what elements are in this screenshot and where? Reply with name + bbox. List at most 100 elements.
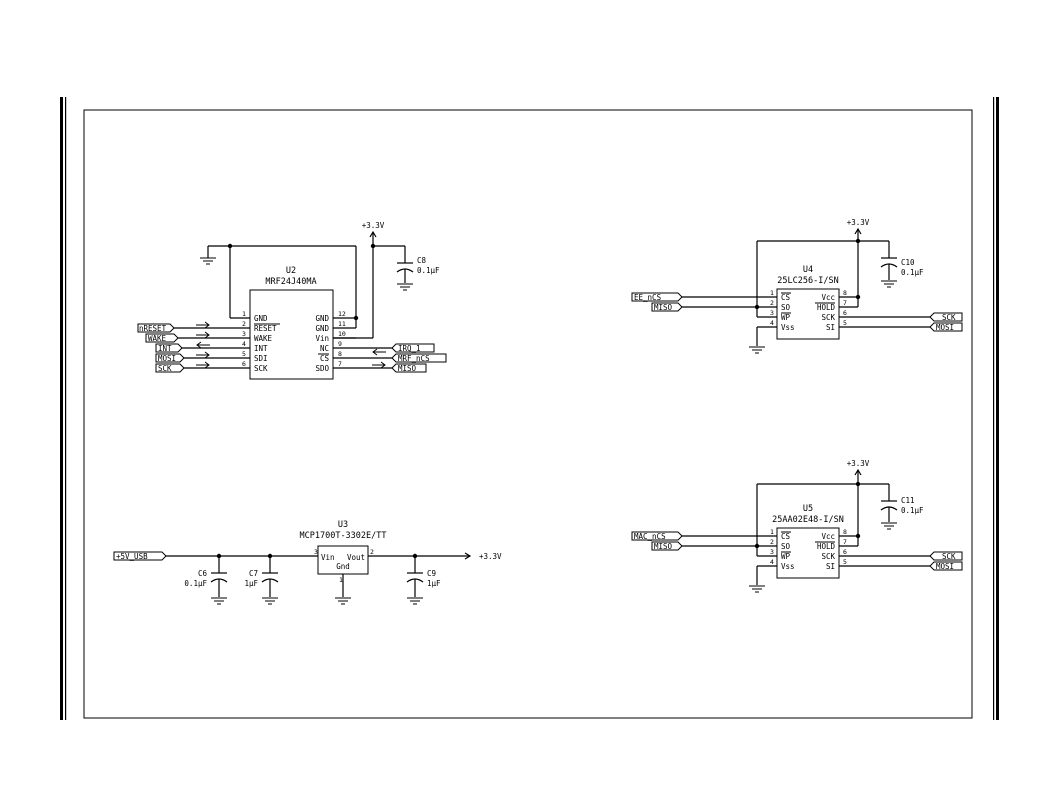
u4-pin-name: Vss — [781, 323, 795, 332]
u5-part: 25AA02E48-I/SN — [772, 515, 844, 525]
u5-pin-num: 8 — [843, 528, 847, 536]
u5-block: U5 25AA02E48-I/SN 1 2 3 4 CS SO WP Vss 8… — [631, 459, 963, 593]
u2-pin-name: WAKE — [254, 334, 273, 343]
net-flag — [929, 312, 963, 322]
u2-vin-wiring: +3.3V C8 0.1µF — [333, 221, 440, 339]
net-int: INT — [158, 344, 172, 353]
u5-pin-name: Vss — [781, 562, 795, 571]
u4-pin-num: 4 — [770, 319, 774, 327]
c7-value: 1µF — [244, 579, 258, 588]
u4-pin-num: 3 — [770, 309, 774, 317]
net-mosi: MOSI — [936, 562, 954, 571]
u2-pin-name: SCK — [254, 364, 268, 373]
net-flag — [631, 531, 683, 541]
u4-pin-name: SI — [826, 323, 835, 332]
c8-value: 0.1µF — [417, 266, 440, 275]
u2-left-nets: nRESET WAKE INT MOSI SCK — [137, 321, 230, 373]
u2-pin-name: Vin — [315, 334, 329, 343]
u2-pin-num: 2 — [242, 320, 246, 328]
u2-block: U2 MRF24J40MA 1 2 3 4 5 6 GND RESET WAKE… — [137, 221, 447, 380]
u3-pin-name: Vout — [347, 553, 365, 562]
u5-pin-num: 5 — [843, 558, 847, 566]
net-sck: SCK — [158, 364, 172, 373]
c8-ref: C8 — [417, 256, 427, 265]
u5-pin-num: 4 — [770, 558, 774, 566]
net-flag — [651, 541, 683, 551]
u2-pin-num: 7 — [338, 360, 342, 368]
u3-body — [317, 545, 369, 575]
net-mac-ncs: MAC_nCS — [634, 532, 666, 541]
u3-pin-name: Vin — [321, 553, 335, 562]
u4-pin-name: SO — [781, 303, 791, 312]
u5-pin-name: CS — [781, 532, 791, 541]
u3-pin-num: 3 — [314, 548, 318, 556]
u4-block: U4 25LC256-I/SN 1 2 3 4 CS SO WP Vss 8 7… — [631, 218, 963, 354]
u2-pin-num: 4 — [242, 340, 246, 348]
net-flag — [929, 322, 963, 332]
c11-ref: C11 — [901, 496, 915, 505]
net-nreset: nRESET — [139, 324, 167, 333]
u5-ref: U5 — [803, 504, 813, 514]
net-irq: IRQ_1 — [398, 344, 421, 353]
u2-pin-num: 9 — [338, 340, 342, 348]
net-mrf-ncs: MRF_nCS — [398, 354, 430, 363]
u2-pin-num: 10 — [338, 330, 346, 338]
u4-pin-name: Vcc — [821, 293, 835, 302]
u2-body — [249, 289, 334, 380]
u5-pin-num: 2 — [770, 538, 774, 546]
u4-power-label: +3.3V — [847, 218, 870, 227]
u3-part: MCP1700T-3302E/TT — [300, 531, 387, 541]
u2-right-nets: IRQ_1 MRF_nCS MISO — [371, 343, 447, 373]
u2-pin-name: GND — [315, 314, 329, 323]
u2-pin-num: 11 — [338, 320, 346, 328]
u4-pin-name: SCK — [821, 313, 835, 322]
u2-pin-name: NC — [320, 344, 329, 353]
u2-pin-name: GND — [315, 324, 329, 333]
u3-pin-num: 2 — [370, 548, 374, 556]
u4-pin-name: WP — [781, 313, 791, 322]
u5-power-label: +3.3V — [847, 459, 870, 468]
u4-pin-num: 2 — [770, 299, 774, 307]
net-mosi: MOSI — [936, 323, 954, 332]
c6-value: 0.1µF — [184, 579, 207, 588]
u2-right-pins: 12 11 10 9 8 7 GND GND Vin NC CS SDO — [315, 310, 392, 373]
net-ee-ncs: EE_nCS — [634, 293, 662, 302]
u2-ref: U2 — [286, 266, 296, 276]
net-flag — [391, 353, 447, 363]
u2-left-pins: 1 2 3 4 5 6 GND RESET WAKE INT SDI SCK — [230, 310, 280, 373]
u2-pin-name: GND — [254, 314, 268, 323]
u2-pin-name: INT — [254, 344, 268, 353]
u5-pin-num: 3 — [770, 548, 774, 556]
net-sck: SCK — [942, 552, 956, 561]
net-5v-usb: +5V_USB — [116, 552, 148, 561]
net-flag — [113, 551, 167, 561]
c10-ref: C10 — [901, 258, 915, 267]
u5-pin-name: Vcc — [821, 532, 835, 541]
u2-pin-num: 3 — [242, 330, 246, 338]
u3-block: U3 MCP1700T-3302E/TT 3 Vin 2 Vout 1 Gnd … — [113, 520, 502, 605]
u4-part: 25LC256-I/SN — [777, 276, 838, 286]
u2-pin-num: 1 — [242, 310, 246, 318]
u4-ref: U4 — [803, 265, 813, 275]
net-flag — [155, 343, 183, 353]
net-miso: MISO — [654, 542, 673, 551]
u4-pin-num: 6 — [843, 309, 847, 317]
net-flag — [651, 302, 683, 312]
net-flag — [929, 551, 963, 561]
net-wake: WAKE — [148, 334, 167, 343]
u4-pin-num: 1 — [770, 289, 774, 297]
u5-pin-num: 7 — [843, 538, 847, 546]
u5-pin-name: SCK — [821, 552, 835, 561]
u5-pin-num: 1 — [770, 528, 774, 536]
c7-ref: C7 — [249, 569, 258, 578]
u2-pin-num: 8 — [338, 350, 342, 358]
u5-pin-name: WP — [781, 552, 791, 561]
sheet-border — [60, 97, 999, 720]
u4-pin-num: 8 — [843, 289, 847, 297]
net-flag — [145, 333, 179, 343]
u4-pin-num: 5 — [843, 319, 847, 327]
u2-pin-name: RESET — [254, 324, 277, 333]
u5-pin-num: 6 — [843, 548, 847, 556]
u3-pin-num: 1 — [339, 576, 343, 584]
